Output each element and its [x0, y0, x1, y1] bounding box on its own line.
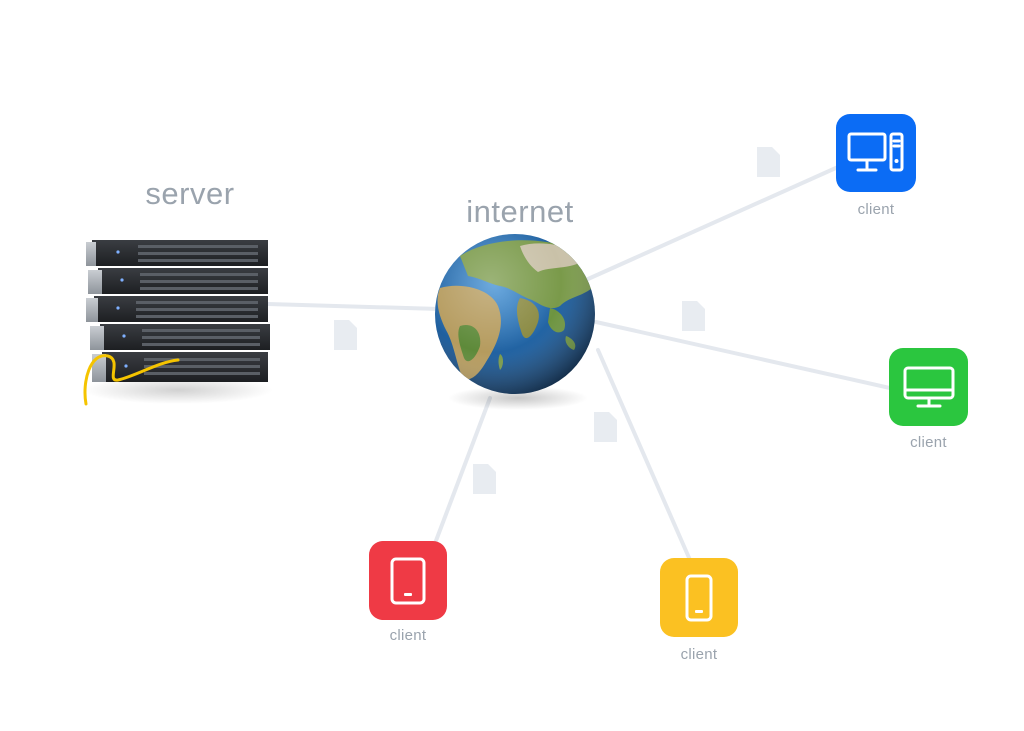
- server-label: server: [145, 176, 235, 211]
- file-icon: [473, 464, 496, 494]
- client-desktop-tile[interactable]: [836, 114, 916, 192]
- file-icon: [682, 301, 705, 331]
- globe-icon: [435, 234, 595, 410]
- client-tablet-label: client: [389, 627, 427, 644]
- client-monitor-tile[interactable]: [889, 348, 968, 426]
- client-tablet-tile[interactable]: [369, 541, 447, 620]
- client-phone-label: client: [680, 646, 718, 663]
- connector-internet-tablet: [432, 396, 492, 548]
- client-phone-tile[interactable]: [660, 558, 738, 637]
- internet-label: internet: [466, 194, 574, 229]
- phone-icon: [685, 574, 713, 621]
- file-icon: [757, 147, 780, 177]
- tablet-icon: [390, 557, 426, 604]
- connector-internet-monitor: [594, 320, 892, 390]
- connector-internet-phone: [596, 348, 692, 562]
- client-desktop-label: client: [857, 201, 895, 218]
- server-rack-icon: [83, 240, 273, 406]
- file-icon: [334, 320, 357, 350]
- connector-server-internet: [266, 302, 442, 311]
- file-icon: [594, 412, 617, 442]
- client-monitor-label: client: [910, 434, 947, 451]
- monitor-icon: [903, 366, 954, 408]
- desktop-tower-icon: [847, 132, 904, 172]
- connector-internet-desktop: [586, 165, 840, 281]
